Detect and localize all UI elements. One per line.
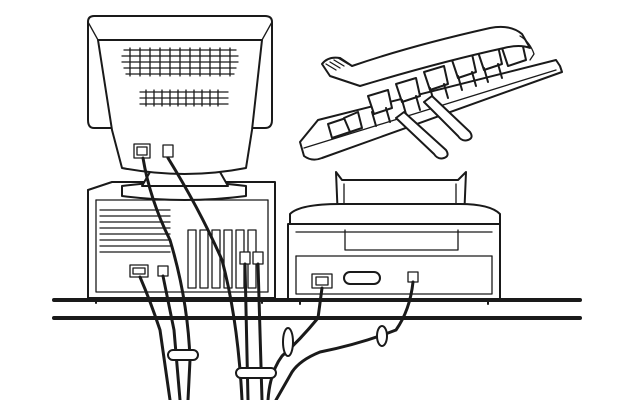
inkjet-printer xyxy=(287,171,501,305)
cable-tie-center xyxy=(235,367,277,379)
case-vents xyxy=(99,209,171,253)
cables xyxy=(138,156,415,400)
cable-ties xyxy=(167,325,388,379)
organizer-rods xyxy=(395,95,473,160)
crt-monitor xyxy=(87,15,273,201)
cable-tie-right xyxy=(376,325,388,347)
cable-tie-vertical xyxy=(282,327,294,357)
case-ports xyxy=(129,251,264,278)
monitor-rear-vents xyxy=(139,89,229,107)
cable-organizer-clip xyxy=(299,25,563,161)
organizer-clips xyxy=(327,41,527,139)
printer-ports xyxy=(311,271,419,289)
monitor-top-vents xyxy=(121,47,239,77)
cable-tie-left xyxy=(167,349,199,361)
